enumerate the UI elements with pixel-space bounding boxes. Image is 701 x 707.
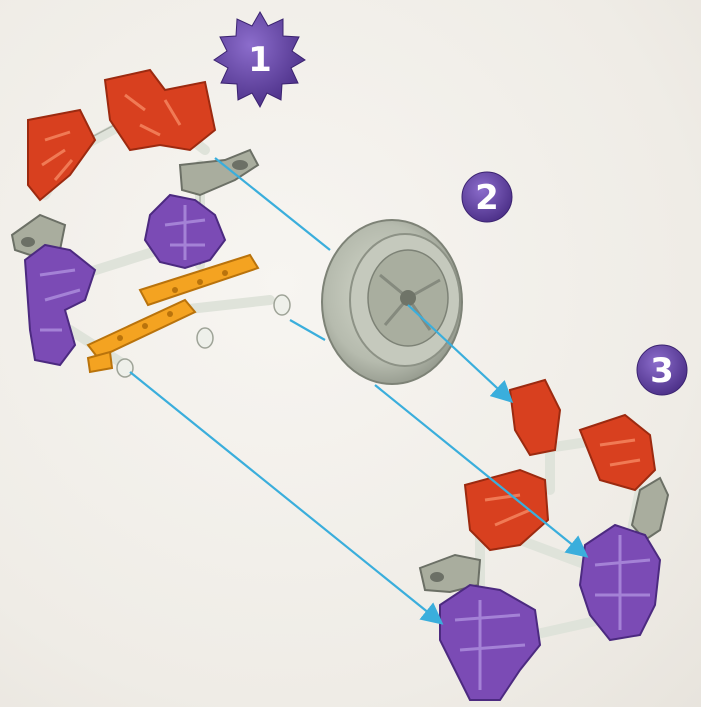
red-connector-right-mid <box>465 470 548 550</box>
purple-connector-right <box>145 195 225 268</box>
arrow-icon <box>290 320 325 340</box>
gray-connector-upper <box>180 150 258 195</box>
red-connector-top-left <box>28 110 95 200</box>
right-assembly <box>420 380 668 700</box>
left-assembly <box>12 70 290 377</box>
arrow-icon <box>215 158 330 250</box>
step-number-1: 1 <box>248 40 272 80</box>
orange-rod-lower <box>88 300 195 372</box>
step-number-2: 2 <box>475 178 499 218</box>
step-number-3: 3 <box>650 351 674 391</box>
step-badge-2: 2 <box>462 172 512 222</box>
purple-connector-left <box>25 245 95 365</box>
step-badge-3: 3 <box>637 345 687 395</box>
step-badge-1: 1 <box>214 12 305 107</box>
red-connector-top-right <box>105 70 215 150</box>
arrow-icon <box>130 372 440 622</box>
purple-connector-right-bottom <box>440 585 540 700</box>
wheel <box>322 220 462 384</box>
red-connector-right-top <box>510 380 560 455</box>
red-connector-right-far <box>580 415 655 490</box>
